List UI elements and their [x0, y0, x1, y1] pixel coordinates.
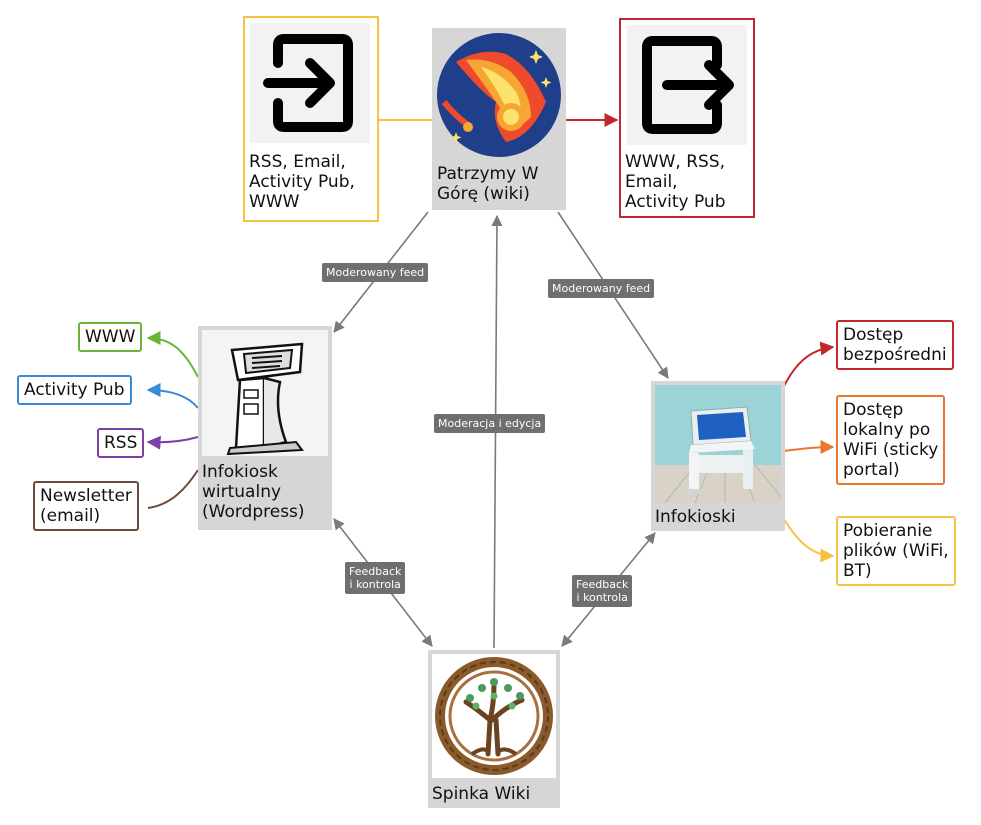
output-box-newsletter: Newsletter (email)	[33, 481, 139, 531]
edge-virtual-to-activitypub	[146, 383, 199, 409]
edge-label-feedback-left: Feedback i kontrola	[345, 562, 406, 594]
edge-kiosks-to-wifi	[783, 440, 835, 455]
input-node-label: RSS, Email, Activity Pub, WWW	[249, 152, 355, 212]
output-box-wifi-access: Dostęp lokalny po WiFi (sticky portal)	[836, 395, 946, 485]
output-node: WWW, RSS, Email, Activity Pub	[619, 18, 755, 218]
main-node-label: Patrzymy W Górę (wiki)	[437, 164, 539, 204]
edge-virtual-to-newsletter	[147, 469, 199, 509]
edge-label-moderated-feed-right: Moderowany feed	[548, 279, 655, 298]
edge-kiosks-to-download	[783, 518, 835, 563]
output-box-direct-access: Dostęp bezpośredni	[836, 320, 954, 370]
kiosks-label: Infokioski	[655, 507, 736, 527]
sign-out-arrow-icon	[627, 25, 747, 145]
input-node: RSS, Email, Activity Pub, WWW	[243, 16, 379, 222]
output-box-www: WWW	[78, 322, 143, 352]
edge-label-moderated-feed-left: Moderowany feed	[322, 263, 429, 282]
edge-label-moderation-edit: Moderacja i edycja	[434, 414, 546, 433]
output-node-label: WWW, RSS, Email, Activity Pub	[625, 152, 726, 212]
output-box-file-download: Pobieranie plików (WiFi, BT)	[836, 516, 956, 586]
virtual-kiosk-node[interactable]: Infokiosk wirtualny (Wordpress)	[198, 326, 332, 530]
edge-label-feedback-right: Feedback i kontrola	[572, 575, 633, 607]
comet-fire-icon	[436, 32, 562, 158]
output-box-activity-pub: Activity Pub	[17, 375, 132, 405]
celtic-tree-icon	[432, 654, 556, 778]
output-box-rss: RSS	[97, 428, 145, 458]
edge-virtual-to-rss	[146, 435, 199, 450]
kiosks-node[interactable]: Infokioski	[651, 381, 785, 531]
sign-in-arrow-icon	[250, 23, 370, 143]
main-node[interactable]: Patrzymy W Górę (wiki)	[432, 28, 566, 210]
edge-virtual-to-www	[146, 331, 199, 378]
kiosk-photo-icon	[655, 385, 781, 503]
edge-kiosks-to-direct	[783, 341, 835, 387]
spinka-wiki-label: Spinka Wiki	[432, 784, 531, 804]
virtual-kiosk-label: Infokiosk wirtualny (Wordpress)	[202, 462, 305, 522]
spinka-wiki-node[interactable]: Spinka Wiki	[428, 650, 560, 808]
kiosk-terminal-icon	[202, 330, 328, 456]
